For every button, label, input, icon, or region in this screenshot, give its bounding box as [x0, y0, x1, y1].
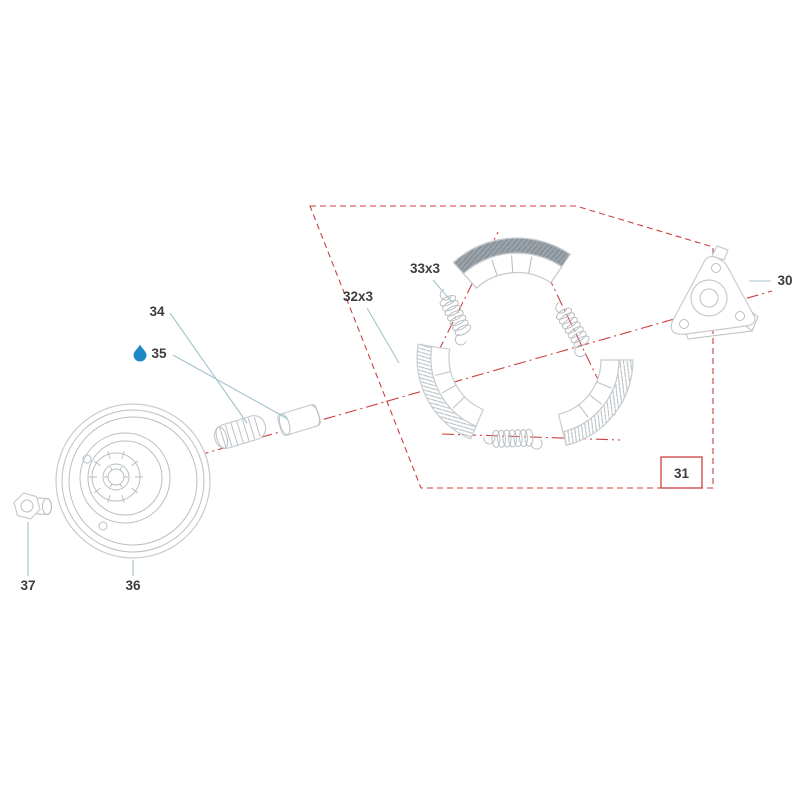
- clutch-shoe-right: [557, 359, 634, 447]
- nut-collar-end: [42, 498, 52, 515]
- spline-bore-outer: [102, 463, 130, 491]
- sleeve-end: [278, 413, 291, 436]
- hub-thickness-edge: [751, 311, 759, 332]
- drum-rivet-hole: [98, 521, 108, 531]
- assembly-boundary: [309, 205, 714, 489]
- clutch-spring-right: [555, 301, 590, 358]
- hub-thickness-edge: [685, 325, 754, 340]
- part-label-33: 33x3: [410, 261, 441, 276]
- drum-sprocket: [89, 451, 143, 503]
- hub-boss: [690, 279, 728, 317]
- label-33x3: 33x3: [410, 261, 453, 303]
- shoe-body: [557, 359, 620, 433]
- drum-rim-ring: [68, 416, 198, 546]
- label-36: 36: [125, 560, 141, 593]
- hub-spring-post: [711, 263, 721, 273]
- part-label-32: 32x3: [343, 289, 374, 304]
- drum-outer-rim: [55, 403, 211, 559]
- bearing-rollers: [219, 417, 261, 447]
- part-label-36: 36: [125, 578, 141, 593]
- hub-spring-post: [679, 319, 689, 329]
- drum-rim-ring: [61, 409, 205, 553]
- nut-hex: [13, 492, 41, 520]
- oil-droplet-icon: [133, 344, 147, 362]
- clutch-sleeve: [277, 404, 321, 436]
- leader-line-35: [172, 354, 289, 420]
- clutch-spring-left: [439, 288, 472, 346]
- clutch-spring-bottom: [483, 428, 543, 450]
- shoe-slots: [578, 381, 612, 418]
- part-label-34: 34: [149, 304, 165, 319]
- spring-hook: [530, 439, 543, 450]
- spring-hook: [483, 433, 496, 445]
- part-label-37: 37: [20, 578, 35, 593]
- clutch-shoe-left: [416, 343, 484, 440]
- hub-top-tab: [711, 245, 729, 261]
- sleeve-end-arc: [311, 404, 321, 426]
- clutch-hub: [670, 245, 759, 340]
- hub-spring-post: [735, 311, 745, 321]
- sprocket-teeth: [89, 451, 143, 503]
- collar-nut: [13, 492, 53, 520]
- clutch-drum: [55, 403, 211, 559]
- callout-box-31: 31: [660, 456, 703, 489]
- label-30: 30: [749, 273, 793, 288]
- nut-bore: [20, 499, 34, 513]
- spline-teeth: [104, 466, 128, 488]
- spring-hook: [454, 333, 467, 346]
- leader-line-34: [169, 312, 248, 424]
- label-37: 37: [20, 522, 36, 593]
- bearing-end: [215, 426, 229, 449]
- part-label-30: 30: [777, 273, 792, 288]
- shoe-slots: [435, 371, 466, 409]
- leader-line-32: [366, 307, 400, 364]
- drum-rivet-hole: [82, 454, 92, 464]
- part-label-31: 31: [674, 466, 690, 481]
- shoe-slots: [491, 255, 533, 276]
- leader-line-33: [432, 279, 453, 303]
- labels: 30 32x3 33x3 34 35 36 37: [20, 261, 792, 593]
- hub-bore: [699, 288, 719, 308]
- part-label-35: 35: [151, 346, 167, 361]
- shoe-body: [430, 345, 484, 427]
- drum-face: [79, 432, 171, 524]
- needle-bearing-cage: [213, 415, 267, 449]
- spring-hook: [555, 301, 568, 314]
- label-32x3: 32x3: [343, 289, 400, 364]
- label-35: 35: [133, 344, 289, 420]
- clutch-shoe-top: [452, 237, 572, 290]
- boundary-outline: [309, 205, 714, 489]
- callout-box: [660, 456, 703, 489]
- label-34: 34: [149, 304, 248, 424]
- spring-hook: [574, 345, 587, 358]
